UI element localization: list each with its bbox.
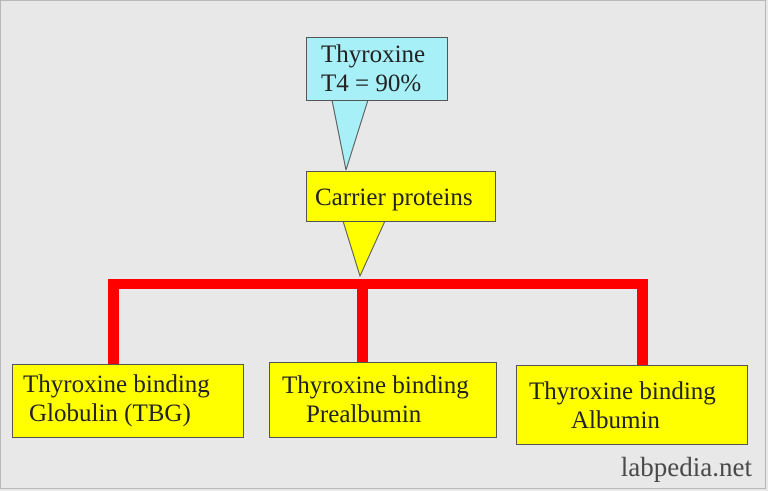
bracket-right-drop: [637, 279, 648, 367]
prealbumin-node: Thyroxine binding Prealbumin: [269, 362, 497, 438]
bracket-horizontal: [108, 279, 648, 289]
tbg-node-line1: Thyroxine binding: [23, 371, 210, 398]
albumin-node-line2: Albumin: [571, 407, 660, 434]
thyroxine-node-title: Thyroxine: [321, 41, 426, 68]
prealbumin-node-line1: Thyroxine binding: [282, 372, 469, 399]
carrier-proteins-label: Carrier proteins: [315, 184, 473, 211]
watermark: labpedia.net: [620, 452, 752, 482]
bracket-left-drop: [108, 279, 119, 365]
tbg-node: Thyroxine binding Globulin (TBG): [12, 364, 244, 438]
albumin-node-line1: Thyroxine binding: [529, 378, 716, 405]
top-callout-pointer: [331, 99, 369, 171]
tbg-node-line2: Globulin (TBG): [29, 400, 191, 427]
albumin-node: Thyroxine binding Albumin: [516, 365, 748, 445]
prealbumin-node-line2: Prealbumin: [306, 401, 422, 428]
carrier-callout-pointer: [342, 220, 386, 278]
thyroxine-node: Thyroxine T4 = 90%: [306, 37, 448, 101]
carrier-proteins-node: Carrier proteins: [306, 171, 496, 222]
thyroxine-node-percentage: T4 = 90%: [321, 70, 422, 97]
bracket-middle-drop: [357, 279, 368, 365]
